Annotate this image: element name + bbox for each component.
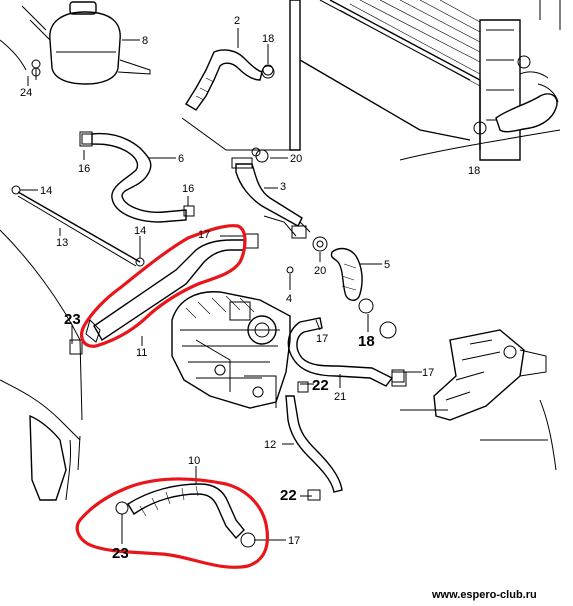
clamp-16-mid	[183, 205, 195, 217]
callout-22-lower: 22	[280, 487, 297, 504]
expansion-tank	[0, 1, 151, 85]
hose-21	[287, 317, 407, 387]
hose-2	[181, 49, 294, 151]
callout-20-mid: 20	[314, 265, 326, 277]
callout-22-mid: 22	[312, 377, 329, 394]
callout-12: 12	[264, 439, 276, 451]
clamp-20-top	[251, 147, 269, 163]
radiator	[289, 0, 561, 161]
callout-20-top: 20	[290, 153, 302, 165]
callout-5: 5	[384, 259, 390, 271]
hose-12	[285, 381, 343, 501]
callout-18-top: 18	[262, 33, 274, 45]
callout-17-right: 17	[422, 367, 434, 379]
callout-13: 13	[56, 237, 68, 249]
callout-4: 4	[286, 293, 292, 305]
callout-17-lower: 17	[288, 535, 300, 547]
callout-24: 24	[20, 87, 32, 99]
rod-13	[11, 185, 145, 267]
callout-11: 11	[136, 347, 147, 359]
callout-23-upper: 23	[64, 311, 81, 328]
engine-block	[171, 291, 291, 409]
callout-16-left: 16	[78, 163, 90, 175]
hose-10	[115, 483, 256, 548]
callout-17-upper: 17	[198, 229, 210, 241]
clamp-16-left	[81, 133, 93, 145]
callout-14-mid: 14	[134, 225, 146, 237]
callout-10: 10	[188, 455, 200, 467]
hose-5	[330, 247, 397, 339]
watermark: www.espero-club.ru	[431, 589, 537, 601]
bolt-24	[31, 67, 41, 77]
highlight-hose-11	[80, 224, 247, 348]
thermostat-housing	[400, 329, 557, 471]
callout-18-right: 18	[468, 165, 480, 177]
clamp-18-top	[262, 64, 274, 76]
bolt-4	[286, 266, 294, 274]
callout-2: 2	[234, 15, 240, 27]
callout-16-mid: 16	[182, 183, 194, 195]
wheel-arch	[0, 229, 83, 501]
clamp-17-right	[391, 369, 405, 383]
clamp-20-mid	[312, 236, 328, 252]
callout-3: 3	[280, 181, 286, 193]
callout-21: 21	[334, 391, 346, 403]
upper-radiator-hose	[473, 55, 559, 135]
callout-14-left: 14	[40, 185, 52, 197]
callout-23-lower: 23	[112, 545, 129, 562]
callout-6: 6	[178, 153, 184, 165]
hose-3	[231, 157, 311, 239]
callout-17-mid: 17	[316, 333, 328, 345]
highlight-hose-10	[75, 477, 270, 569]
callout-8: 8	[142, 35, 148, 47]
leader-lines	[20, 28, 481, 544]
hose-6	[79, 131, 187, 223]
callout-18-mid: 18	[358, 333, 375, 350]
